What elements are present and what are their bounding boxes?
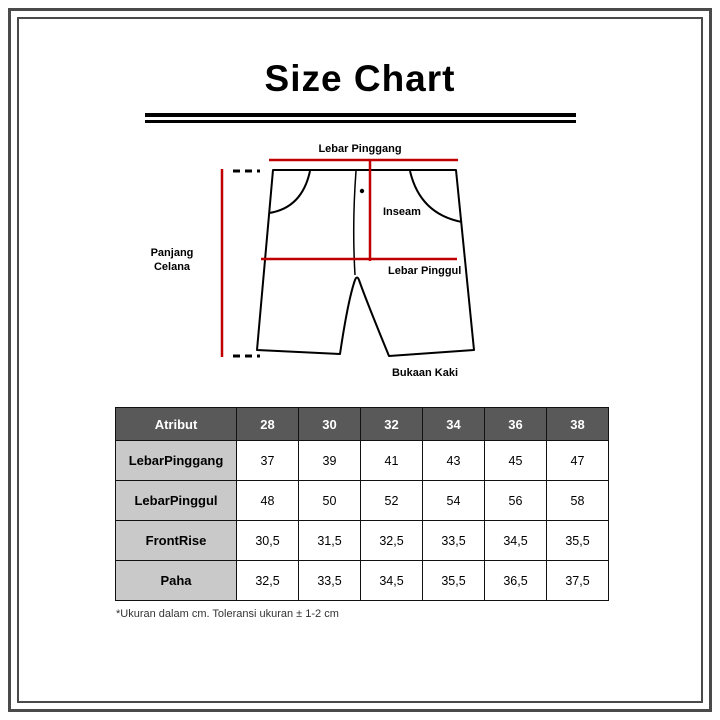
value-cell: 54 <box>422 480 485 521</box>
fly-seam <box>352 170 357 276</box>
value-cell: 43 <box>422 440 485 481</box>
leg-opening-label: Bukaan Kaki <box>391 367 459 379</box>
inner-frame-border <box>17 17 703 703</box>
value-cell: 34,5 <box>360 560 423 601</box>
value-cell: 37 <box>236 440 299 481</box>
value-cell: 33,5 <box>422 520 485 561</box>
hip-label: Lebar Pinggul <box>388 265 462 277</box>
value-cell: 56 <box>484 480 547 521</box>
column-header-size-36: 36 <box>484 407 547 441</box>
value-cell: 47 <box>546 440 609 481</box>
size-footnote: *Ukuran dalam cm. Toleransi ukuran ± 1-2… <box>116 608 339 620</box>
waist-label: Lebar Pinggang <box>318 143 402 155</box>
row-label: Paha <box>115 560 237 601</box>
value-cell: 36,5 <box>484 560 547 601</box>
divider-line-thin <box>145 120 576 123</box>
column-header-size-38: 38 <box>546 407 609 441</box>
inseam-label: Inseam <box>383 206 421 218</box>
value-cell: 48 <box>236 480 299 521</box>
pocket-curve-left <box>268 170 311 214</box>
pocket-curve-right <box>409 170 463 223</box>
value-cell: 33,5 <box>298 560 361 601</box>
value-cell: 32,5 <box>360 520 423 561</box>
table-header-row: Atribut 28 30 32 34 36 38 <box>115 407 609 441</box>
value-cell: 39 <box>298 440 361 481</box>
column-header-size-32: 32 <box>360 407 423 441</box>
value-cell: 31,5 <box>298 520 361 561</box>
row-label: FrontRise <box>115 520 237 561</box>
length-label: Panjang Celana <box>150 247 194 273</box>
shorts-outline <box>256 169 475 357</box>
divider-line-thick <box>145 113 576 117</box>
table-row-front-rise: FrontRise 30,5 31,5 32,5 33,5 34,5 35,5 <box>115 520 609 561</box>
value-cell: 30,5 <box>236 520 299 561</box>
table-row-lebar-pinggang: LebarPinggang 37 39 41 43 45 47 <box>115 440 609 481</box>
column-header-atribut: Atribut <box>115 407 237 441</box>
value-cell: 58 <box>546 480 609 521</box>
value-cell: 45 <box>484 440 547 481</box>
table-row-paha: Paha 32,5 33,5 34,5 35,5 36,5 37,5 <box>115 560 609 601</box>
column-header-size-28: 28 <box>236 407 299 441</box>
page-title: Size Chart <box>264 58 456 99</box>
row-label: LebarPinggul <box>115 480 237 521</box>
value-cell: 34,5 <box>484 520 547 561</box>
column-header-size-34: 34 <box>422 407 485 441</box>
value-cell: 37,5 <box>546 560 609 601</box>
value-cell: 35,5 <box>422 560 485 601</box>
table-row-lebar-pinggul: LebarPinggul 48 50 52 54 56 58 <box>115 480 609 521</box>
row-label: LebarPinggang <box>115 440 237 481</box>
size-table: Atribut 28 30 32 34 36 38 LebarPinggang … <box>115 407 609 601</box>
value-cell: 41 <box>360 440 423 481</box>
title-divider <box>145 113 576 123</box>
button-dot <box>359 188 365 194</box>
shorts-diagram <box>220 158 475 358</box>
column-header-size-30: 30 <box>298 407 361 441</box>
outer-frame-border <box>8 8 712 712</box>
value-cell: 35,5 <box>546 520 609 561</box>
value-cell: 32,5 <box>236 560 299 601</box>
value-cell: 50 <box>298 480 361 521</box>
value-cell: 52 <box>360 480 423 521</box>
